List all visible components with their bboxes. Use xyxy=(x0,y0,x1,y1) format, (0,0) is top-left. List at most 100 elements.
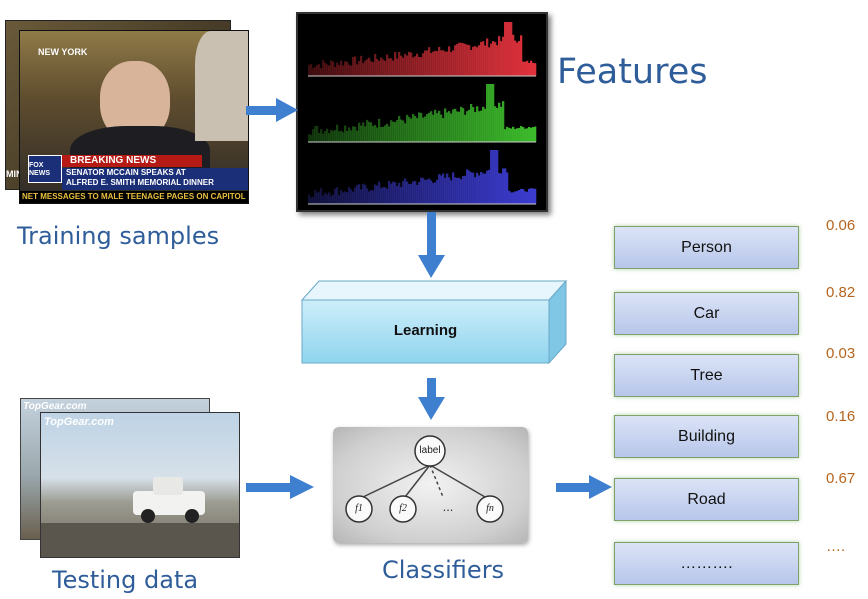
histogram-bar xyxy=(376,58,379,76)
histogram-bar xyxy=(390,120,393,142)
histogram-bar xyxy=(330,195,333,204)
class-score-person: 0.06 xyxy=(826,217,856,234)
histogram-bar xyxy=(442,173,445,204)
histogram-bar xyxy=(412,113,415,142)
histogram-bar xyxy=(490,150,493,204)
histogram-bar xyxy=(370,122,373,142)
histogram-bar xyxy=(504,129,507,142)
histogram-bar xyxy=(318,64,321,76)
histogram-bar xyxy=(520,126,523,142)
histogram-bar xyxy=(346,192,349,204)
training-samples-caption: Training samples xyxy=(17,222,220,250)
learning-box-side xyxy=(548,279,567,365)
histogram-bar xyxy=(454,108,457,142)
histogram-bar xyxy=(482,106,485,142)
histogram-bar xyxy=(466,169,469,204)
histogram-bar xyxy=(396,58,399,76)
histogram-bar xyxy=(308,64,311,76)
histogram-bar xyxy=(454,45,457,76)
histogram-bar xyxy=(404,53,407,76)
class-label: Car xyxy=(693,304,720,322)
network-text: FOX NEWS xyxy=(29,162,50,177)
histogram-panel xyxy=(296,12,548,212)
histogram-bar xyxy=(470,104,473,142)
graph-leaf-node xyxy=(389,495,417,523)
histogram-bar xyxy=(464,114,467,142)
histogram-bar xyxy=(428,112,431,142)
truck-wheel-front xyxy=(141,509,155,523)
class-score-more: …. xyxy=(826,538,846,555)
learning-label: Learning xyxy=(393,322,458,339)
histogram-bar xyxy=(330,129,333,142)
histogram-bar xyxy=(532,127,535,142)
histogram-bar xyxy=(482,41,485,76)
histogram-bar xyxy=(462,43,465,76)
graph-root-label: label xyxy=(419,445,441,456)
histogram-bar xyxy=(480,172,483,204)
class-score-road: 0.67 xyxy=(826,470,856,487)
histogram-bar xyxy=(346,131,349,142)
class-box-more: ………. xyxy=(614,542,799,585)
histogram-bar xyxy=(500,41,503,76)
histogram-bar xyxy=(432,183,435,204)
histogram-bar xyxy=(368,57,371,76)
ticker-box xyxy=(62,168,248,190)
histogram-bar xyxy=(398,115,401,142)
histogram-bar xyxy=(428,178,431,204)
histogram-bar xyxy=(344,125,347,142)
histogram-bar xyxy=(508,127,511,142)
histogram-bar xyxy=(418,182,421,204)
ticker-line-2: ALFRED E. SMITH MEMORIAL DINNER xyxy=(66,178,214,187)
histogram-bar xyxy=(334,188,337,204)
histogram-bar xyxy=(342,65,345,76)
histogram-bar xyxy=(324,131,327,142)
histogram-bar xyxy=(474,46,477,76)
histogram-bar xyxy=(416,118,419,142)
histogram-bar xyxy=(534,63,537,76)
histogram-bar xyxy=(466,44,469,76)
histogram-bar xyxy=(422,178,425,204)
histogram-bar xyxy=(484,173,487,204)
histogram-bar xyxy=(400,119,403,142)
histogram-bar xyxy=(308,194,311,204)
histogram-bar xyxy=(508,22,511,76)
arrow-testing-to-classifiers xyxy=(246,475,314,499)
breaking-banner xyxy=(62,155,202,167)
histogram-bar xyxy=(520,188,523,204)
histogram-bar xyxy=(382,187,385,204)
histogram-bar xyxy=(488,169,491,204)
histogram-bar xyxy=(344,61,347,76)
arrow-training-to-features xyxy=(246,98,298,122)
histogram-bar xyxy=(380,126,383,142)
class-box-tree: Tree xyxy=(614,354,799,397)
arrow-learning-to-classifiers xyxy=(418,378,445,420)
histogram-bar xyxy=(372,126,375,142)
histogram-bar xyxy=(414,116,417,142)
ticker-line-1: SENATOR MCCAIN SPEAKS AT xyxy=(66,168,186,177)
histogram-bar xyxy=(454,177,457,204)
histogram-bar xyxy=(328,133,331,142)
histogram-bar xyxy=(460,106,463,142)
histogram-bar xyxy=(530,127,533,142)
histogram-bar xyxy=(484,108,487,142)
histogram-bar xyxy=(380,57,383,76)
histogram-bar xyxy=(326,194,329,204)
classifier-graph xyxy=(345,435,504,523)
histogram-bar xyxy=(380,188,383,204)
histogram-bar xyxy=(498,36,501,76)
histogram-bar xyxy=(402,120,405,142)
histogram-bar xyxy=(414,56,417,76)
histogram-bar xyxy=(384,187,387,204)
histogram-bar xyxy=(412,181,415,204)
histogram-bar xyxy=(352,191,355,204)
histogram-bar xyxy=(360,55,363,76)
histogram-bar xyxy=(364,60,367,76)
histogram-bar xyxy=(460,179,463,204)
histogram-bar xyxy=(492,84,495,142)
histogram-bar xyxy=(472,172,475,204)
histogram-bar xyxy=(426,114,429,142)
histogram-bar xyxy=(516,190,519,204)
histogram-bar xyxy=(506,172,509,204)
histogram-bar xyxy=(318,132,321,142)
histogram-bar xyxy=(394,122,397,142)
